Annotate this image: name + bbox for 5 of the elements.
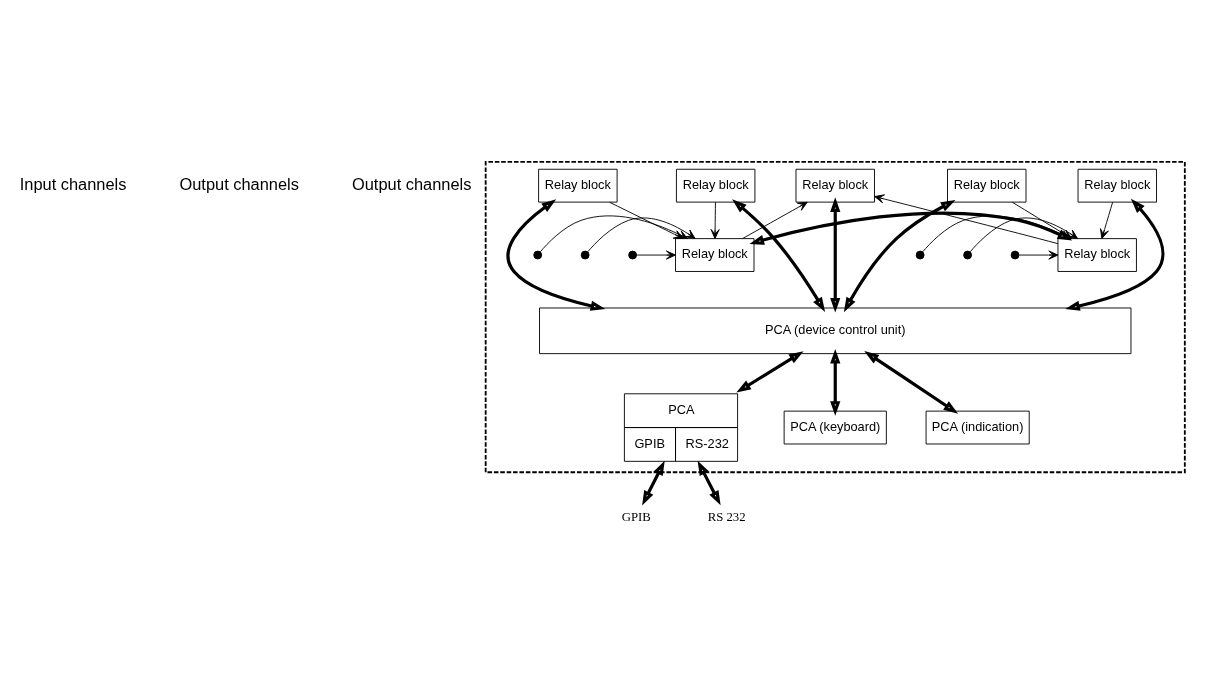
- node-text: GPIB: [621, 510, 651, 525]
- node-text: RS 232: [707, 510, 746, 525]
- label: Input channels: [19, 174, 127, 193]
- label: Output channels: [352, 174, 472, 193]
- label: Output channels: [179, 174, 299, 193]
